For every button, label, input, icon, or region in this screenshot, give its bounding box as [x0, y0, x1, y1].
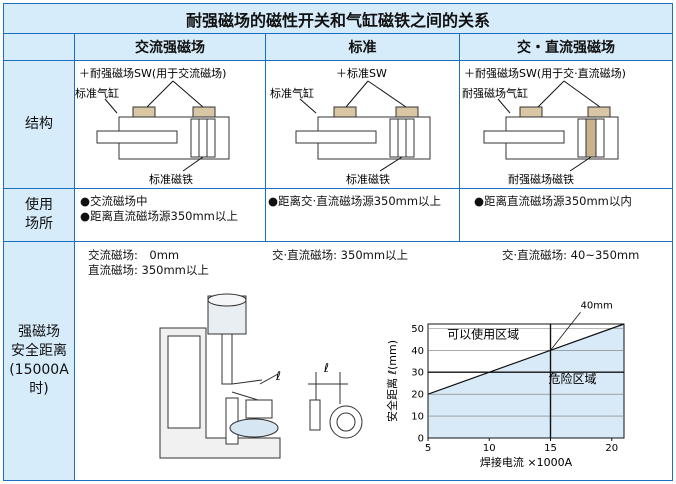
cylinder-label: 耐强磁场气缸: [462, 86, 528, 100]
y-tick-label: 50: [411, 324, 424, 335]
annotation-leader: [550, 312, 581, 351]
x-tick-label: 10: [483, 443, 496, 454]
row-header-usage: 使用场所: [4, 189, 74, 241]
corner-cell: [4, 34, 74, 61]
y-tick-label: 30: [411, 368, 424, 379]
grid-line: [4, 241, 672, 242]
annotation-danger-region: 危险区域: [549, 371, 597, 386]
welding-illustration: ℓ ℓ: [159, 293, 363, 459]
distance-l-label-2: ℓ: [323, 361, 329, 375]
distance-ac-line-1: 交流磁场: 0mm: [88, 248, 180, 262]
cylinder-label: 标准气缸: [75, 86, 119, 100]
switch-label: ＋耐强磁场SW(用于交·直流磁场): [464, 66, 626, 80]
y-tick-label: 10: [411, 412, 424, 423]
usage-ac-line-1: ●交流磁场中: [80, 194, 148, 208]
usage-acdc: ●距离直流磁场源350mm以内: [474, 194, 632, 208]
danger-region: [428, 324, 624, 438]
usage-ac-line-2: ●距离直流磁场源350mm以上: [80, 209, 238, 223]
x-tick-label: 5: [425, 443, 431, 454]
magnet-label: 耐强磁场磁铁: [508, 172, 574, 186]
x-tick-label: 15: [544, 443, 557, 454]
distance-ac-line-2: 直流磁场: 350mm以上: [88, 263, 209, 277]
grid-line: [265, 34, 266, 242]
table-frame: [3, 3, 673, 481]
switch-shape: [192, 106, 216, 118]
page-title: 耐强磁场的磁性开关和气缸磁铁之间的关系: [4, 4, 672, 34]
switch-label: ＋耐强磁场SW(用于交流磁场): [79, 66, 226, 80]
cylinder-label: 标准气缸: [270, 86, 314, 100]
y-tick-label: 0: [418, 434, 424, 445]
magnet-label: 标准磁铁: [149, 172, 193, 186]
usage-standard: ●距离交·直流磁场源350mm以上: [268, 194, 442, 208]
structure-diagram-standard: ＋标准SW 标准气缸 标准磁铁: [270, 66, 431, 186]
y-axis-label: 安全距离 ℓ(mm): [385, 340, 399, 422]
grid-line: [4, 60, 672, 61]
plot-area: [427, 323, 625, 439]
grid-line: [4, 188, 672, 189]
distance-standard: 交·直流磁场: 350mm以上: [272, 248, 409, 262]
x-axis-label: 焊接电流 ×1000A: [480, 455, 573, 469]
distance-l-label: ℓ: [275, 369, 281, 383]
distance-acdc: 交·直流磁场: 40~350mm: [502, 248, 640, 262]
structure-diagram-acdc: ＋耐强磁场SW(用于交·直流磁场) 耐强磁场气缸 耐强磁场磁铁: [462, 66, 626, 186]
switch-label: ＋标准SW: [336, 66, 387, 80]
column-header-acdc: 交・直流强磁场: [460, 34, 672, 61]
annotation-usable-region: 可以使用区域: [447, 326, 519, 341]
row-header-structure: 结构: [4, 61, 74, 188]
structure-diagram-ac: ＋耐强磁场SW(用于交流磁场) 标准气缸 标准磁铁: [75, 66, 230, 186]
magnet-label: 标准磁铁: [346, 172, 390, 186]
x-tick-label: 20: [605, 443, 618, 454]
row-header-distance: 强磁场 安全距离 (15000A 时): [4, 242, 74, 480]
annotation-40mm: 40mm: [581, 300, 613, 311]
grid-line: [459, 34, 460, 242]
grid-line: [74, 34, 75, 480]
switch-shape: [132, 106, 156, 118]
y-tick-label: 20: [411, 390, 424, 401]
column-header-ac: 交流强磁场: [75, 34, 265, 61]
column-header-standard: 标准: [266, 34, 459, 61]
y-tick-label: 40: [411, 346, 424, 357]
